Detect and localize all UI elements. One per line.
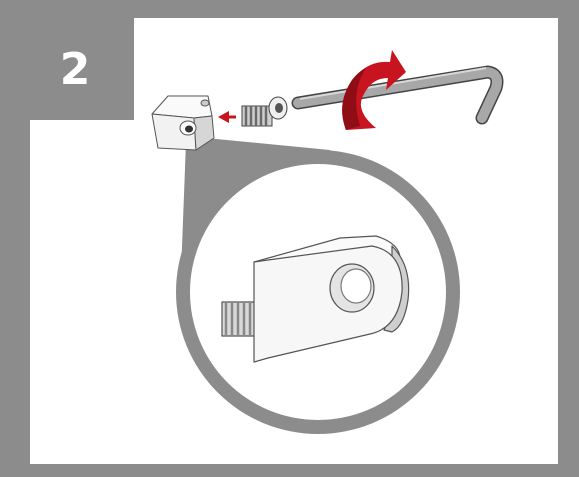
eyelet-block-small xyxy=(152,96,214,150)
step-number: 2 xyxy=(60,44,91,95)
